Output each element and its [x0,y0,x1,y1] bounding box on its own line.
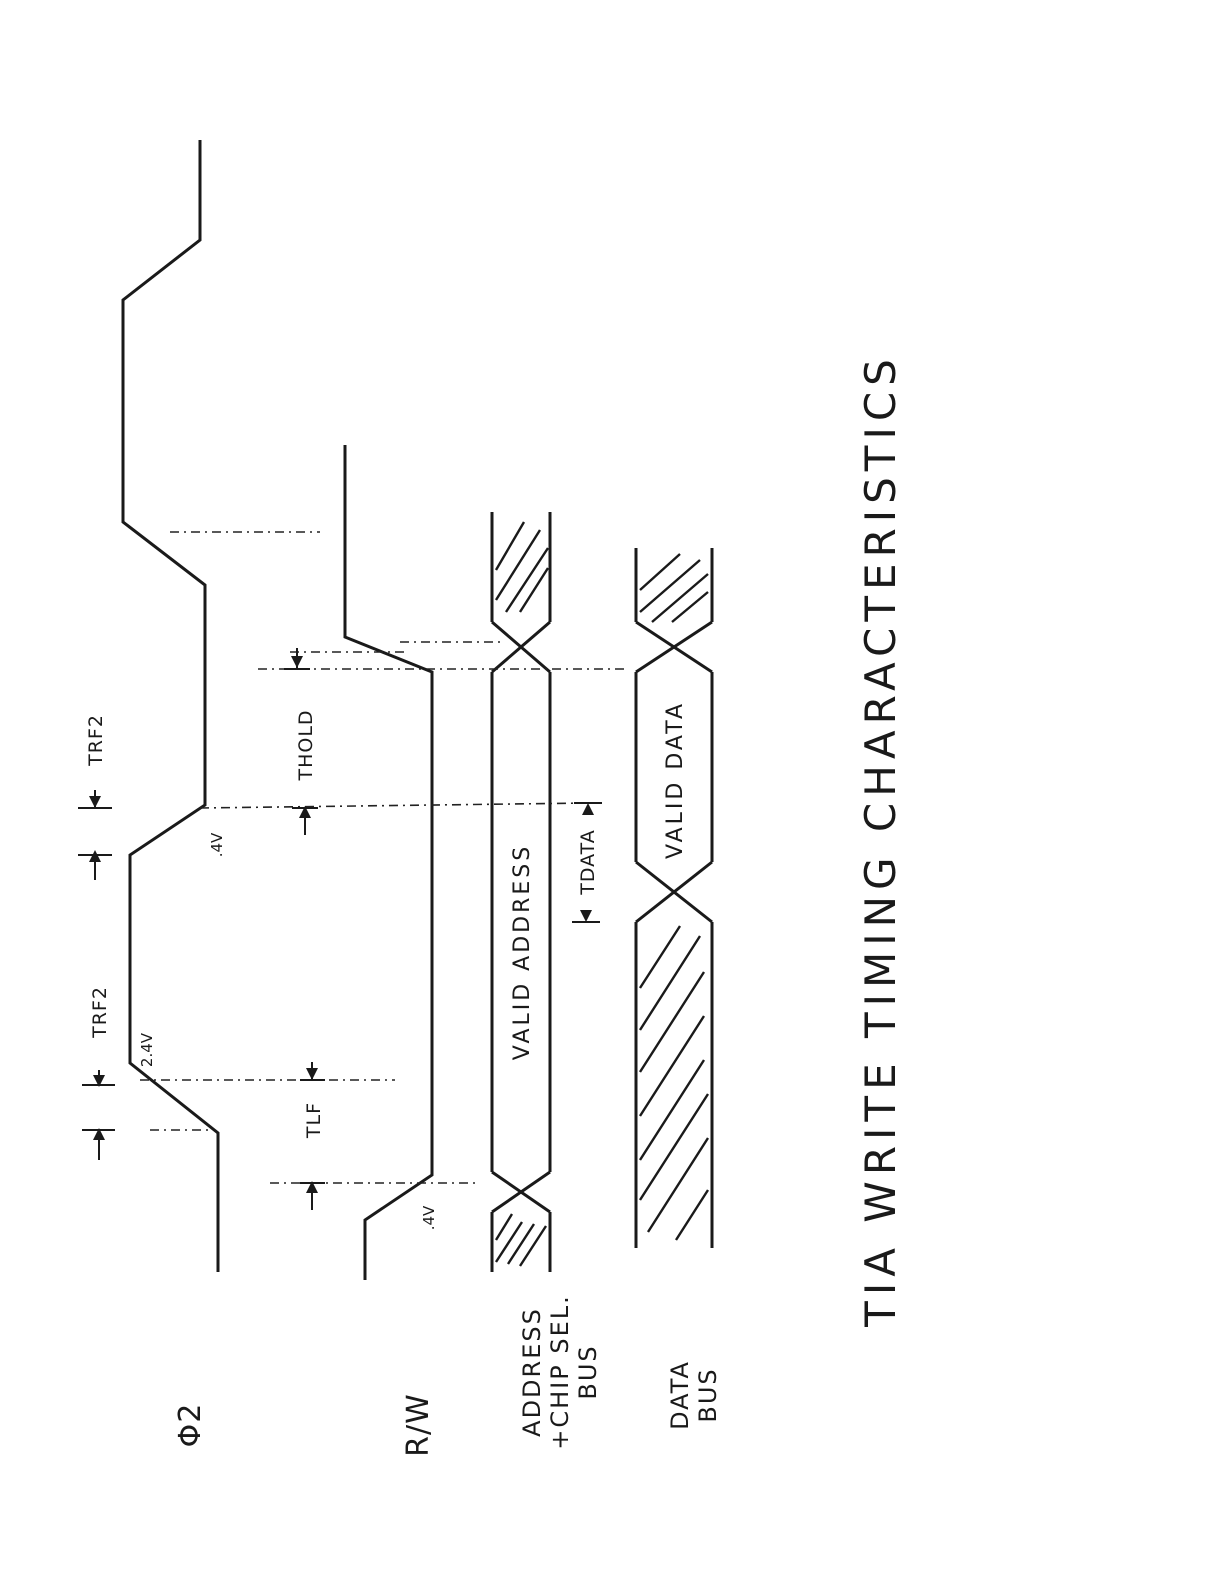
data-bus-waveform [634,548,714,1248]
data-label-line1: DATA [666,1360,694,1430]
rw-label: R/W [401,1393,436,1457]
diagram-caption: TIA WRITE TIMING CHARACTERISTICS [856,353,905,1328]
valid-address-label: VALID ADDRESS [510,844,535,1060]
tlf-label: TLF [303,1102,325,1139]
data-label-line2: BUS [694,1367,722,1422]
trf2-right-marker [78,790,112,880]
address-label-line3: BUS [574,1344,602,1399]
valid-data-label: VALID DATA [663,701,688,859]
thold-label: THOLD [295,709,317,781]
data-hatch-before [638,925,710,1241]
tlf-marker [300,1062,325,1210]
address-label-line2: +CHIP SEL. [546,1294,574,1450]
v4-phi2-label: .4V [208,832,226,857]
timing-guides [140,531,625,1184]
address-label-line1: ADDRESS [518,1307,546,1437]
v24-label: 2.4V [138,1032,156,1067]
v4-rw-label: .4V [420,1205,438,1230]
rw-waveform [343,445,434,1280]
address-bus-waveform [490,512,552,1272]
thold-marker [284,648,318,835]
address-hatch-after [494,521,550,613]
phi2-label: Φ2 [173,1403,208,1448]
data-hatch-after [639,553,709,623]
tdata-label: TDATA [577,829,599,896]
phi2-waveform [121,140,220,1272]
trf2-left-label: TRF2 [89,986,111,1039]
trf2-right-label: TRF2 [85,714,107,767]
address-hatch-before [494,1213,548,1267]
tdata-marker [572,802,602,923]
trf2-left-marker [82,1070,115,1160]
